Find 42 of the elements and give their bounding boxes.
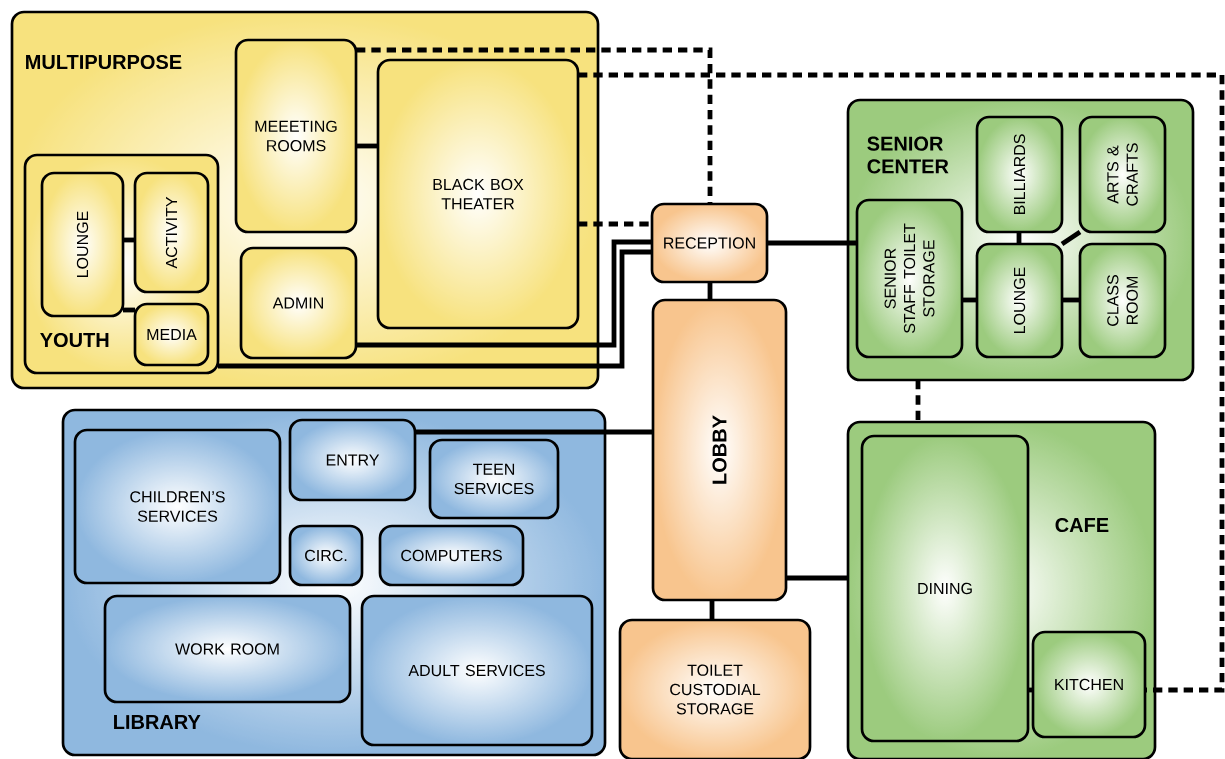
connector-line <box>415 429 653 435</box>
room-box: CIRC. <box>288 524 364 587</box>
room-box: SENIOR STAFF TOILET STORAGE <box>855 198 964 359</box>
dashed-connector <box>356 47 713 204</box>
connector-line <box>356 239 652 348</box>
connector-line <box>1060 230 1082 246</box>
room-box: KITCHEN <box>1031 630 1147 739</box>
dashed-connector <box>578 72 1225 693</box>
connector-line <box>786 575 848 581</box>
connector-line <box>709 600 715 620</box>
room-box: MEEETING ROOMS <box>234 38 358 234</box>
room-box: TOILET CUSTODIAL STORAGE <box>618 618 812 759</box>
connector-line <box>767 240 857 246</box>
dashed-connector <box>578 221 652 227</box>
room-box: ADULT SERVICES <box>360 594 594 747</box>
room-box: TEEN SERVICES <box>428 438 560 520</box>
connector-line <box>1016 232 1022 244</box>
room-box: LOBBY <box>651 298 788 602</box>
connector-line <box>1062 297 1080 303</box>
room-box: ADMIN <box>239 246 358 360</box>
connector-line <box>123 307 135 313</box>
connector-line <box>123 237 135 243</box>
room-box: CHILDREN’S SERVICES <box>73 428 282 585</box>
room-box: BLACK BOX THEATER <box>376 58 580 330</box>
room-box: LOUNGE <box>40 171 125 318</box>
connector-line <box>962 297 977 303</box>
room-box: BILLIARDS <box>975 115 1064 234</box>
room-box: CLASS ROOM <box>1078 242 1167 359</box>
dashed-connector <box>915 380 921 422</box>
connector-line <box>356 143 378 149</box>
connector-line <box>1028 687 1033 693</box>
room-box: ACTIVITY <box>133 171 210 294</box>
room-box: ENTRY <box>288 418 417 502</box>
connector-line <box>218 249 652 369</box>
connector-line <box>707 282 713 300</box>
room-box: DINING <box>860 434 1030 743</box>
room-box: RECEPTION <box>650 202 769 284</box>
room-box: ARTS & CRAFTS <box>1078 115 1167 234</box>
room-box: MEDIA <box>133 302 210 367</box>
room-box: COMPUTERS <box>378 524 525 587</box>
room-box: WORK ROOM <box>103 594 352 704</box>
room-box: LOUNGE <box>975 242 1064 359</box>
